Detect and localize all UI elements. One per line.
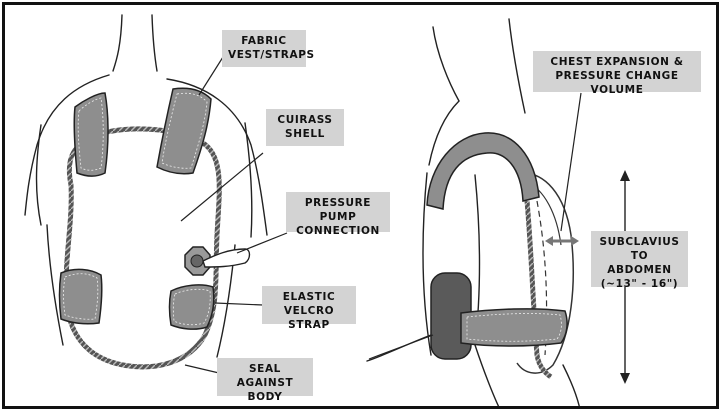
label-pressure-pump: PRESSURE PUMP CONNECTION — [286, 192, 390, 237]
expansion-arrow — [545, 236, 579, 246]
label-fabric-vest: FABRIC VEST/STRAPS — [222, 30, 314, 67]
back-view-figure — [24, 14, 268, 358]
side-waist-strap — [460, 308, 568, 347]
fabric-strap-left — [73, 92, 109, 177]
fabric-strap-right — [156, 87, 212, 175]
label-cuirass-shell: CUIRASS SHELL — [266, 109, 344, 146]
leader-lines-right — [368, 92, 582, 360]
side-shoulder-strap — [426, 132, 540, 210]
diagram-frame: FABRIC VEST/STRAPS CUIRASS SHELL PRESSUR… — [2, 2, 719, 409]
pump-connector — [184, 246, 251, 276]
leader-lines-left — [180, 56, 288, 374]
cuirass-illustration — [24, 14, 630, 406]
label-chest-expansion: CHEST EXPANSION & PRESSURE CHANGE VOLUME — [533, 51, 701, 96]
side-view-figure — [366, 18, 580, 406]
label-subclavius: SUBCLAVIUS TO ABDOMEN (~13" - 16") — [591, 231, 688, 290]
velcro-strap-right — [168, 284, 215, 330]
label-seal-body: SEAL AGAINST BODY — [217, 358, 313, 403]
label-elastic-strap: ELASTIC VELCRO STRAP — [262, 286, 356, 331]
velcro-strap-left — [58, 268, 103, 325]
